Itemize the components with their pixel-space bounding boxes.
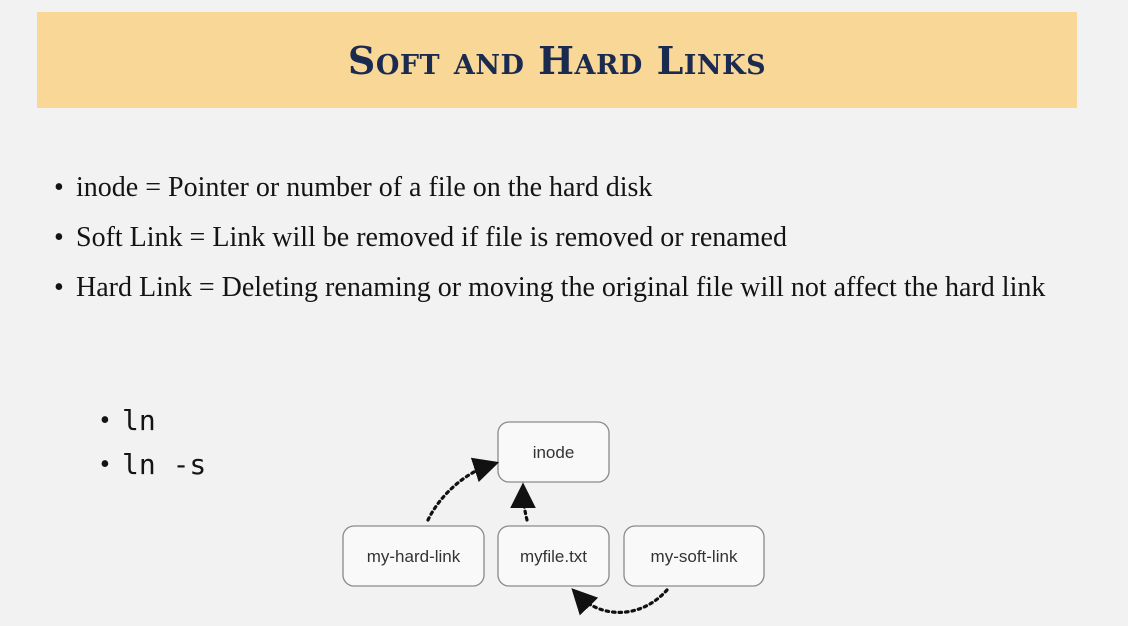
node-inode: inode [497, 421, 610, 483]
bullet-hard-link: Hard Link = Deleting renaming or moving … [52, 270, 1122, 306]
node-hard-link: my-hard-link [342, 525, 485, 587]
arrow-soft-link-to-file [571, 588, 669, 616]
node-inode-label: inode [533, 443, 575, 462]
command-ln: ln [98, 402, 206, 440]
arrow-file-to-inode [510, 482, 536, 522]
bullet-list: inode = Pointer or number of a file on t… [52, 170, 1122, 306]
slide-title: Soft and Hard Links [347, 37, 767, 83]
bullet-soft-link: Soft Link = Link will be removed if file… [52, 220, 1122, 256]
node-file-label: myfile.txt [520, 547, 587, 566]
command-ln-s: ln -s [98, 446, 206, 484]
node-file: myfile.txt [497, 525, 610, 587]
node-soft-link-label: my-soft-link [651, 547, 738, 566]
title-banner: Soft and Hard Links [37, 12, 1077, 108]
command-list: ln ln -s [98, 402, 206, 490]
node-hard-link-label: my-hard-link [367, 547, 461, 566]
bullet-inode: inode = Pointer or number of a file on t… [52, 170, 1122, 206]
node-soft-link: my-soft-link [623, 525, 765, 587]
arrow-hard-link-to-inode [426, 457, 500, 522]
